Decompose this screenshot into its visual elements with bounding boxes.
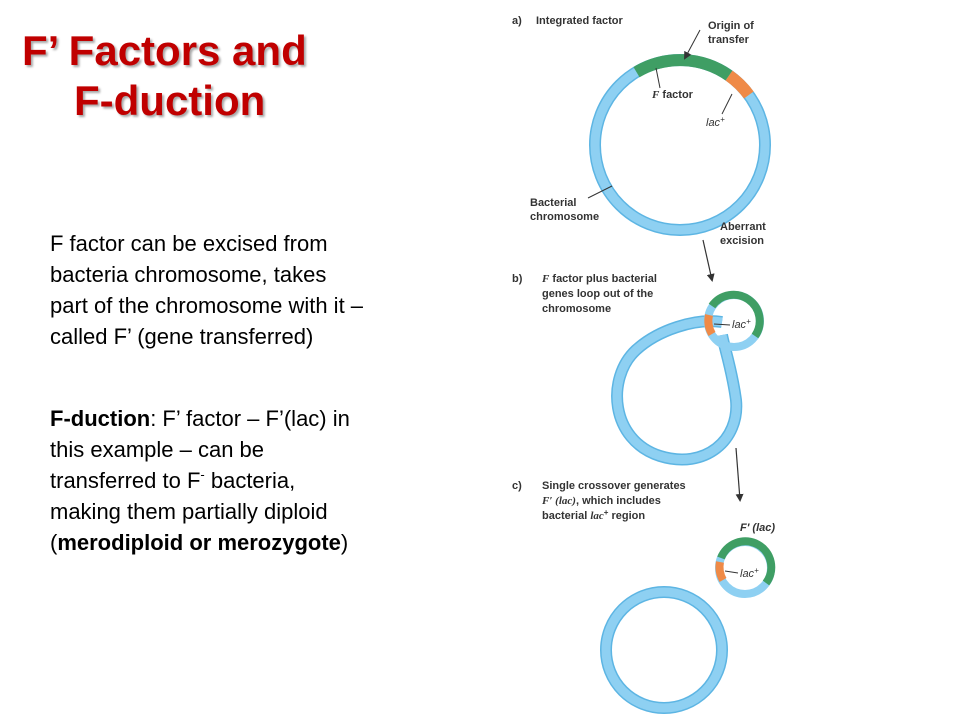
- lac-arc-b: [708, 315, 712, 334]
- lac-label-a: lac+: [706, 115, 725, 129]
- intro-line-3: part of the chromosome with it –: [50, 290, 450, 321]
- panel-c-caption-line-2: F′ (lac), which includes: [541, 495, 661, 507]
- f-duction-line-1: F-duction: F’ factor – F’(lac) in: [50, 403, 450, 434]
- intro-line-1: F factor can be excised from: [50, 228, 450, 259]
- panel-c-caption-line-1: Single crossover generates: [542, 480, 686, 492]
- f-duction-line-4: making them partially diploid: [50, 496, 450, 527]
- panel-b-caption-line-1: F factor plus bacterial: [541, 273, 657, 285]
- aberrant-label-line-2: excision: [720, 235, 764, 247]
- lac-label-c: lac+: [740, 566, 759, 580]
- panel-c-caption-line-3-post: region: [608, 510, 645, 522]
- panel-a-letter: a): [512, 15, 522, 27]
- lac-label-a-plus: +: [720, 115, 725, 124]
- f-factor-label-rest: factor: [659, 89, 693, 101]
- panel-b-caption-line-2: genes loop out of the: [542, 288, 653, 300]
- panel-b-letter: b): [512, 273, 523, 285]
- paren-close: ): [341, 530, 348, 555]
- f-prime-lac-label: F′ (lac): [740, 522, 775, 534]
- lac-pointer-a: [722, 94, 732, 114]
- lac-pointer-c: [725, 571, 738, 573]
- f-duction-line-3: transferred to F- bacteria,: [50, 465, 450, 496]
- f-duction-diagram: a) Integrated factor Origin of transfer …: [500, 0, 958, 720]
- panel-b: b) F factor plus bacterial genes loop ou…: [512, 273, 760, 459]
- origin-pointer: [685, 30, 700, 58]
- crossover-arrow: [736, 448, 740, 500]
- lac-arc-c: [720, 562, 723, 580]
- panel-c-lac-italic: lac: [590, 510, 604, 522]
- panel-a-caption: Integrated factor: [536, 15, 624, 27]
- f-duction-line-2: this example – can be: [50, 434, 450, 465]
- f-minus-text: transferred to F: [50, 468, 200, 493]
- panel-b-caption-line-1-rest: factor plus bacterial: [549, 273, 657, 285]
- panel-c-flac-italic: F′ (lac): [541, 495, 576, 507]
- lac-label-c-plus: +: [754, 566, 759, 575]
- f-duction-line-1-rest: : F’ factor – F’(lac) in: [150, 406, 350, 431]
- merodiploid-term: merodiploid or merozygote: [57, 530, 341, 555]
- f-factor-pointer: [656, 68, 660, 88]
- slide-title: F’ Factors and F-duction: [22, 26, 462, 126]
- lac-arc-a: [729, 76, 749, 95]
- aberrant-label-line-1: Aberrant: [720, 221, 766, 233]
- lac-label-c-text: lac: [740, 568, 755, 580]
- origin-label-line-1: Origin of: [708, 20, 754, 32]
- lac-label-b: lac+: [732, 317, 751, 331]
- panel-c-caption-line-3-pre: bacterial: [542, 510, 590, 522]
- panel-c-caption-line-3: bacterial lac+ region: [542, 508, 645, 522]
- lac-label-b-text: lac: [732, 319, 747, 331]
- chromosome-label-line-1: Bacterial: [530, 197, 576, 209]
- f-duction-term: F-duction: [50, 406, 150, 431]
- panel-b-caption-line-3: chromosome: [542, 303, 611, 315]
- f-duction-line-5: (merodiploid or merozygote): [50, 527, 450, 558]
- title-line-1: F’ Factors and: [22, 26, 462, 76]
- lac-label-a-text: lac: [706, 117, 721, 129]
- panel-c: c) Single crossover generates F′ (lac), …: [512, 480, 775, 708]
- f-factor-label: F factor: [651, 89, 694, 101]
- lac-label-b-plus: +: [746, 317, 751, 326]
- panel-a: a) Integrated factor Origin of transfer …: [512, 15, 765, 230]
- panel-c-caption-line-2-rest: , which includes: [576, 495, 661, 507]
- f-factor-arc-a: [637, 60, 730, 76]
- aberrant-excision-arrow: [703, 240, 712, 280]
- bacteria-text: bacteria,: [205, 468, 296, 493]
- intro-line-2: bacteria chromosome, takes: [50, 259, 450, 290]
- origin-label-line-2: transfer: [708, 34, 750, 46]
- f-duction-paragraph: F-duction: F’ factor – F’(lac) in this e…: [50, 403, 450, 558]
- intro-paragraph: F factor can be excised from bacteria ch…: [50, 228, 450, 352]
- chromosome-label-line-2: chromosome: [530, 211, 599, 223]
- panel-c-letter: c): [512, 480, 522, 492]
- intro-line-4: called F’ (gene transferred): [50, 321, 450, 352]
- title-line-2: F-duction: [22, 76, 462, 126]
- chromosome-circle-c-fill: [606, 592, 722, 708]
